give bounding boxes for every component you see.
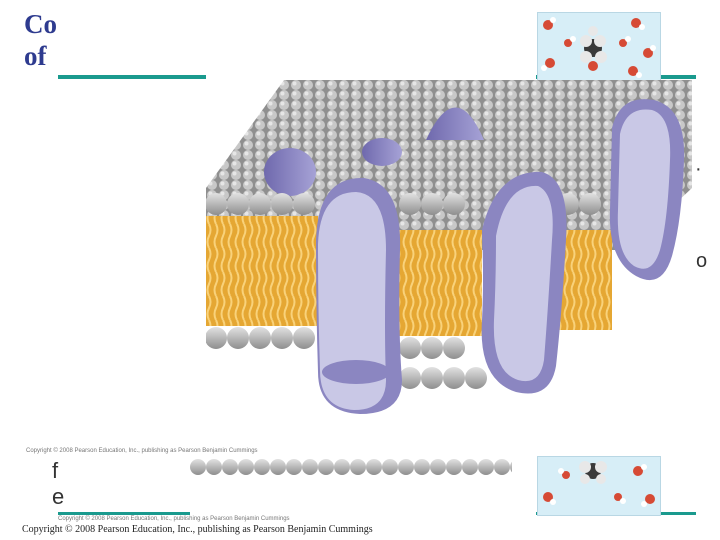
lower-head-row bbox=[205, 327, 487, 389]
bottom-rule-left bbox=[58, 512, 190, 515]
water-molecule-panel-upper bbox=[537, 12, 661, 82]
lipid-tails-right bbox=[558, 230, 612, 330]
protein-foot bbox=[322, 360, 390, 384]
side-text-fragment-mid: o bbox=[696, 250, 708, 272]
integral-protein-left-face bbox=[318, 192, 386, 410]
slide-title-line-1: Co bbox=[24, 9, 57, 39]
water-molecules bbox=[543, 464, 655, 507]
side-text-fragment-upper: · bbox=[695, 158, 702, 180]
slide-title-line-2: of bbox=[24, 41, 47, 71]
fluid-mosaic-membrane-figure: Copyright © 2008 Pearson Education, Inc.… bbox=[26, 80, 692, 454]
lipid-tails-lower-mid bbox=[396, 276, 482, 336]
integral-protein-center-face bbox=[493, 185, 553, 382]
water-molecule-illustration-upper bbox=[541, 17, 656, 78]
main-figure-caption: Copyright © 2008 Pearson Education, Inc.… bbox=[26, 448, 258, 454]
upper-head-row bbox=[205, 193, 601, 215]
lipid-molecule-center bbox=[580, 26, 607, 71]
slide-title: Co of bbox=[24, 8, 524, 72]
lower-lipid-strip-illustration bbox=[190, 457, 512, 481]
lipid-tails-upper-left bbox=[206, 216, 318, 266]
integral-protein-right-face bbox=[617, 109, 671, 269]
water-molecules bbox=[541, 17, 656, 78]
lipid-tails-lower-left bbox=[206, 266, 318, 326]
lipid-molecule-center bbox=[579, 461, 607, 484]
title-underline-left bbox=[58, 75, 206, 79]
water-molecule-illustration-lower bbox=[543, 461, 655, 507]
lipid-tails-upper-mid bbox=[396, 230, 482, 276]
peripheral-protein-dome bbox=[426, 107, 484, 140]
peripheral-protein-tiny bbox=[362, 138, 402, 166]
water-molecule-panel-lower bbox=[537, 456, 661, 516]
bullet-text-fragment-2: e bbox=[52, 484, 65, 509]
bullet-text-fragment-1: f bbox=[52, 458, 59, 483]
footer-copyright: Copyright © 2008 Pearson Education, Inc.… bbox=[22, 524, 373, 535]
membrane-illustration bbox=[205, 80, 692, 444]
lower-figure-caption: Copyright © 2008 Pearson Education, Inc.… bbox=[58, 516, 290, 522]
peripheral-protein-small bbox=[264, 148, 316, 196]
lower-lipid-strip bbox=[190, 455, 512, 517]
